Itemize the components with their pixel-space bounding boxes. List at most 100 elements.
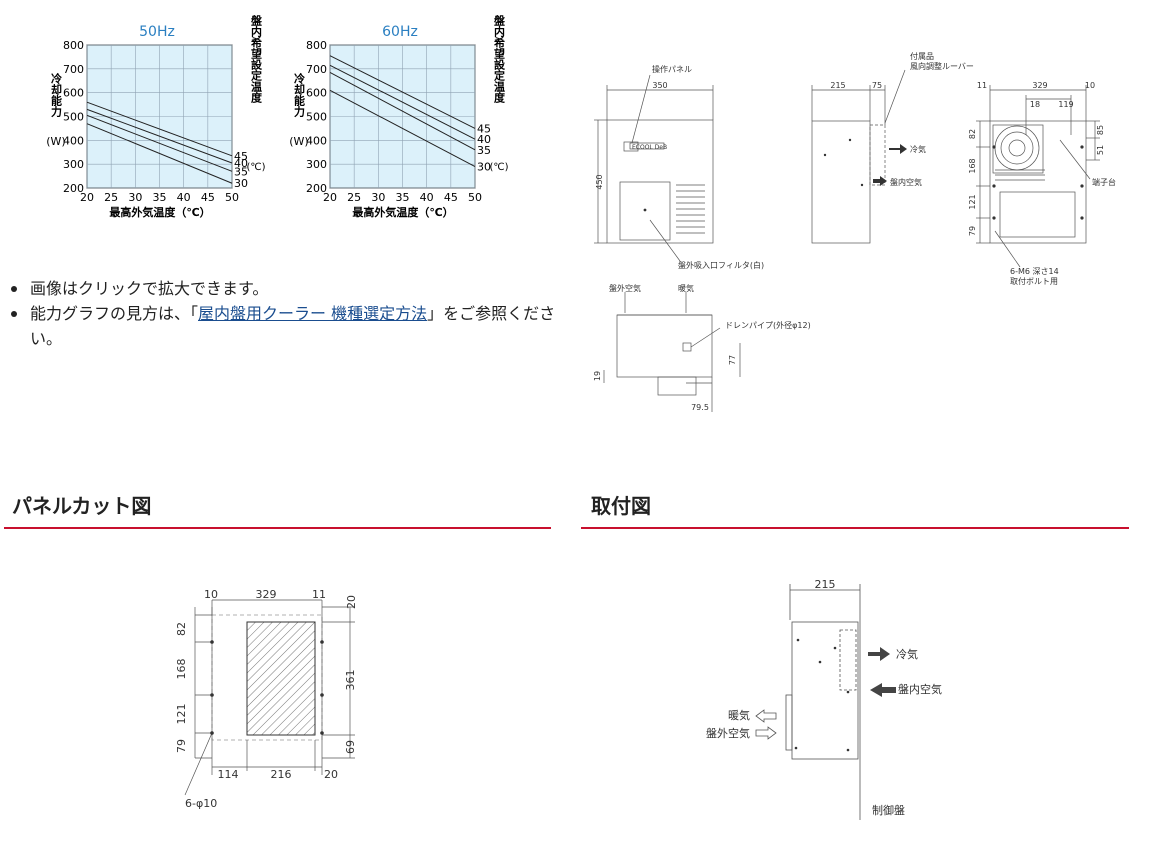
series-label-35: 35 — [477, 144, 491, 157]
y-tick-label: 300 — [306, 158, 327, 171]
series-line-45 — [86, 101, 233, 157]
selection-method-link[interactable]: 屋内盤用クーラー 機種選定方法 — [198, 304, 428, 323]
y-tick-label: 500 — [306, 111, 327, 124]
y-tick-label: 400 — [306, 134, 327, 147]
svg-text:51: 51 — [1096, 145, 1105, 155]
panel-cut-heading: パネルカット図 — [12, 494, 152, 518]
graph-title: 60Hz — [382, 24, 418, 40]
label-cold-air: 冷気 — [910, 144, 926, 154]
svg-text:216: 216 — [271, 768, 292, 781]
x-tick-label: 30 — [128, 191, 142, 204]
svg-text:329: 329 — [256, 588, 277, 601]
svg-text:82: 82 — [175, 622, 188, 636]
svg-text:114: 114 — [218, 768, 239, 781]
right-label: 盤内希望設定温度 — [250, 15, 264, 104]
label-cold-air: 冷気 — [896, 647, 918, 661]
svg-text:215: 215 — [830, 81, 845, 90]
series-label-35: 35 — [234, 165, 248, 178]
svg-text:215: 215 — [815, 578, 836, 591]
x-tick-label: 45 — [444, 191, 458, 204]
label-outside-air: 盤外空気 — [609, 283, 641, 293]
x-tick-label: 30 — [371, 191, 385, 204]
svg-text:82: 82 — [968, 129, 977, 139]
svg-text:168: 168 — [968, 158, 977, 173]
x-tick-label: 40 — [177, 191, 191, 204]
svg-text:119: 119 — [1058, 100, 1073, 109]
y-tick-label: 500 — [63, 111, 84, 124]
series-label-45: 45 — [234, 150, 248, 163]
svg-text:69: 69 — [344, 740, 357, 754]
series-line-30 — [329, 89, 476, 167]
label-bolt-note: 取付ボルト用 — [1010, 276, 1058, 286]
svg-text:19: 19 — [593, 371, 602, 381]
y-tick-label: 300 — [63, 158, 84, 171]
svg-text:18: 18 — [1030, 100, 1040, 109]
right-unit: (℃) — [489, 162, 508, 173]
x-axis-label: 最高外気温度（℃） — [352, 205, 453, 219]
svg-text:121: 121 — [968, 194, 977, 209]
right-label: 盤内希望設定温度 — [493, 15, 507, 104]
svg-text:121: 121 — [175, 704, 188, 725]
svg-text:79.5: 79.5 — [691, 403, 709, 412]
svg-text:79: 79 — [175, 739, 188, 753]
mounting-rule — [581, 527, 1129, 529]
series-line-40 — [329, 64, 476, 140]
right-unit: (℃) — [246, 162, 265, 173]
series-label-45: 45 — [477, 122, 491, 135]
y-tick-label: 800 — [306, 39, 327, 52]
x-tick-label: 40 — [420, 191, 434, 204]
svg-text:168: 168 — [175, 659, 188, 680]
svg-text:75: 75 — [872, 81, 882, 90]
x-tick-label: 35 — [153, 191, 167, 204]
x-tick-label: 45 — [201, 191, 215, 204]
series-line-40 — [86, 108, 233, 164]
y-tick-label: 200 — [63, 182, 84, 195]
svg-text:10: 10 — [204, 588, 218, 601]
svg-text:350: 350 — [652, 81, 667, 90]
label-panel-air: 盤内空気 — [890, 177, 922, 187]
y-axis-label: 冷却能力 — [50, 72, 63, 118]
y-tick-label: 600 — [63, 87, 84, 100]
svg-text:20: 20 — [345, 595, 358, 609]
brand-label: ECOOL DeB — [632, 144, 667, 151]
label-outside-air: 盤外空気 — [706, 726, 750, 740]
series-label-40: 40 — [234, 157, 248, 170]
dimension-drawing[interactable]: ECOOL DeB 操作パネル 350 450 盤外吸入口フィルタ(白) 215… — [580, 45, 1140, 425]
series-line-35 — [329, 71, 476, 151]
svg-text:77: 77 — [728, 355, 737, 365]
y-tick-label: 800 — [63, 39, 84, 52]
panel-cut-drawing[interactable]: 10 329 11 20 82 168 121 79 361 69 114 21… — [165, 585, 380, 820]
x-tick-label: 35 — [396, 191, 410, 204]
back-grille — [995, 169, 1045, 181]
label-warm-air: 暖気 — [678, 283, 694, 293]
mounting-drawing[interactable]: 215 冷気 盤内空気 暖気 盤外空気 制御盤 — [700, 570, 960, 830]
y-axis-label: 冷却能力 — [293, 72, 306, 118]
grid — [86, 44, 233, 189]
panel-cut-rule — [4, 527, 551, 529]
graph-title: 50Hz — [139, 24, 175, 40]
label-operation-panel: 操作パネル — [652, 64, 692, 74]
series-lines — [86, 101, 233, 184]
series-line-45 — [329, 55, 476, 129]
series-label-30: 30 — [477, 161, 491, 174]
note-item: 能力グラフの見方は、「屋内盤用クーラー 機種選定方法」をご参照ください。 — [8, 301, 568, 351]
label-intake-filter: 盤外吸入口フィルタ(白) — [678, 260, 764, 270]
svg-text:10: 10 — [1085, 81, 1095, 90]
y-axis-unit: (W) — [289, 135, 308, 148]
y-tick-label: 700 — [63, 63, 84, 76]
label-terminal: 端子台 — [1092, 177, 1116, 187]
svg-text:329: 329 — [1032, 81, 1047, 90]
series-label-30: 30 — [234, 177, 248, 190]
label-holes: 6-φ10 — [185, 797, 217, 810]
series-line-35 — [86, 114, 233, 172]
label-control-panel: 制御盤 — [872, 803, 905, 817]
svg-text:20: 20 — [324, 768, 338, 781]
y-tick-label: 600 — [306, 87, 327, 100]
cutout-area — [246, 621, 316, 736]
x-tick-label: 50 — [225, 191, 239, 204]
